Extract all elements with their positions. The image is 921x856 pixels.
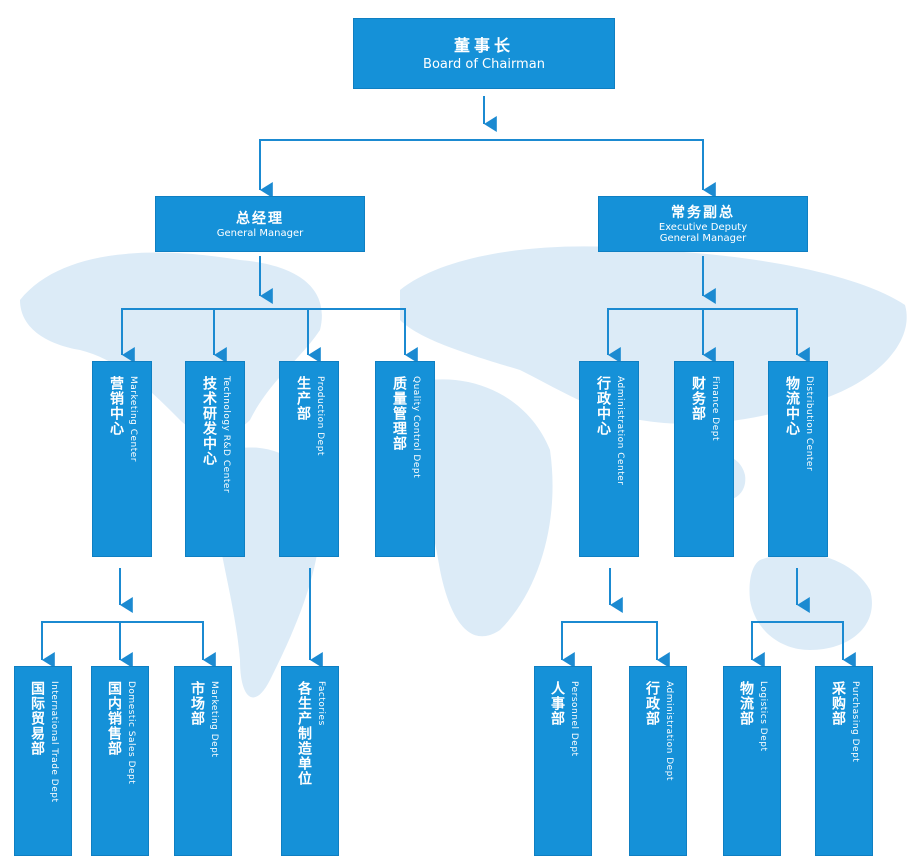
finance-dept-label-zh: 财务部 [690,376,706,421]
executive-deputy-box: 常务副总 Executive Deputy General Manager [598,196,808,252]
quality-control-box: 质量管理部 Quality Control Dept [375,361,435,557]
purchasing-label-zh: 采购部 [830,681,846,726]
marketing-dept-label-zh: 市场部 [189,681,205,726]
international-trade-label-zh: 国际贸易部 [29,681,45,756]
production-dept-label-zh: 生产部 [295,376,311,421]
chairman-label-zh: 董事长 [453,35,514,55]
tech-rd-center-box: 技术研发中心 Technology R&D Center [185,361,245,557]
domestic-sales-dept-box: 国内销售部 Domestic Sales Dept [91,666,149,856]
domestic-sales-label-en: Domestic Sales Dept [126,681,136,785]
logistics-label-zh: 物流部 [738,681,754,726]
distribution-center-label-en: Distribution Center [804,376,814,472]
finance-dept-label-en: Finance Dept [710,376,720,442]
factories-box: 各生产制造单位 Factories [281,666,339,856]
administration-center-label-zh: 行政中心 [595,376,611,436]
marketing-center-label-zh: 营销中心 [108,376,124,436]
chairman-label-en: Board of Chairman [423,56,545,72]
purchasing-dept-box: 采购部 Purchasing Dept [815,666,873,856]
executive-deputy-label-zh: 常务副总 [671,205,735,221]
factories-label-zh: 各生产制造单位 [296,681,312,786]
personnel-dept-box: 人事部 Personnel Dept [534,666,592,856]
marketing-center-label-en: Marketing Center [128,376,138,463]
administration-center-label-en: Administration Center [615,376,625,486]
administration-dept-label-en: Administration Dept [664,681,674,781]
logistics-dept-box: 物流部 Logistics Dept [723,666,781,856]
personnel-label-en: Personnel Dept [569,681,579,757]
marketing-center-box: 营销中心 Marketing Center [92,361,152,557]
marketing-dept-box: 市场部 Marketing Dept [174,666,232,856]
executive-deputy-label-en: Executive Deputy General Manager [658,222,748,244]
chairman-box: 董事长 Board of Chairman [353,18,615,89]
international-trade-label-en: International Trade Dept [49,681,59,803]
production-dept-label-en: Production Dept [315,376,325,456]
finance-dept-box: 财务部 Finance Dept [674,361,734,557]
tech-rd-center-label-en: Technology R&D Center [221,376,231,494]
tech-rd-center-label-zh: 技术研发中心 [201,376,217,466]
international-trade-dept-box: 国际贸易部 International Trade Dept [14,666,72,856]
general-manager-label-en: General Manager [216,227,304,239]
administration-center-box: 行政中心 Administration Center [579,361,639,557]
marketing-dept-label-en: Marketing Dept [209,681,219,758]
distribution-center-box: 物流中心 Distribution Center [768,361,828,557]
domestic-sales-label-zh: 国内销售部 [106,681,122,756]
quality-control-label-zh: 质量管理部 [391,376,407,451]
purchasing-label-en: Purchasing Dept [850,681,860,763]
factories-label-en: Factories [316,681,326,726]
administration-dept-label-zh: 行政部 [644,681,660,726]
general-manager-box: 总经理 General Manager [155,196,365,252]
personnel-label-zh: 人事部 [549,681,565,726]
administration-dept-box: 行政部 Administration Dept [629,666,687,856]
logistics-label-en: Logistics Dept [758,681,768,752]
distribution-center-label-zh: 物流中心 [784,376,800,436]
production-dept-box: 生产部 Production Dept [279,361,339,557]
quality-control-label-en: Quality Control Dept [411,376,421,479]
general-manager-label-zh: 总经理 [236,210,284,227]
